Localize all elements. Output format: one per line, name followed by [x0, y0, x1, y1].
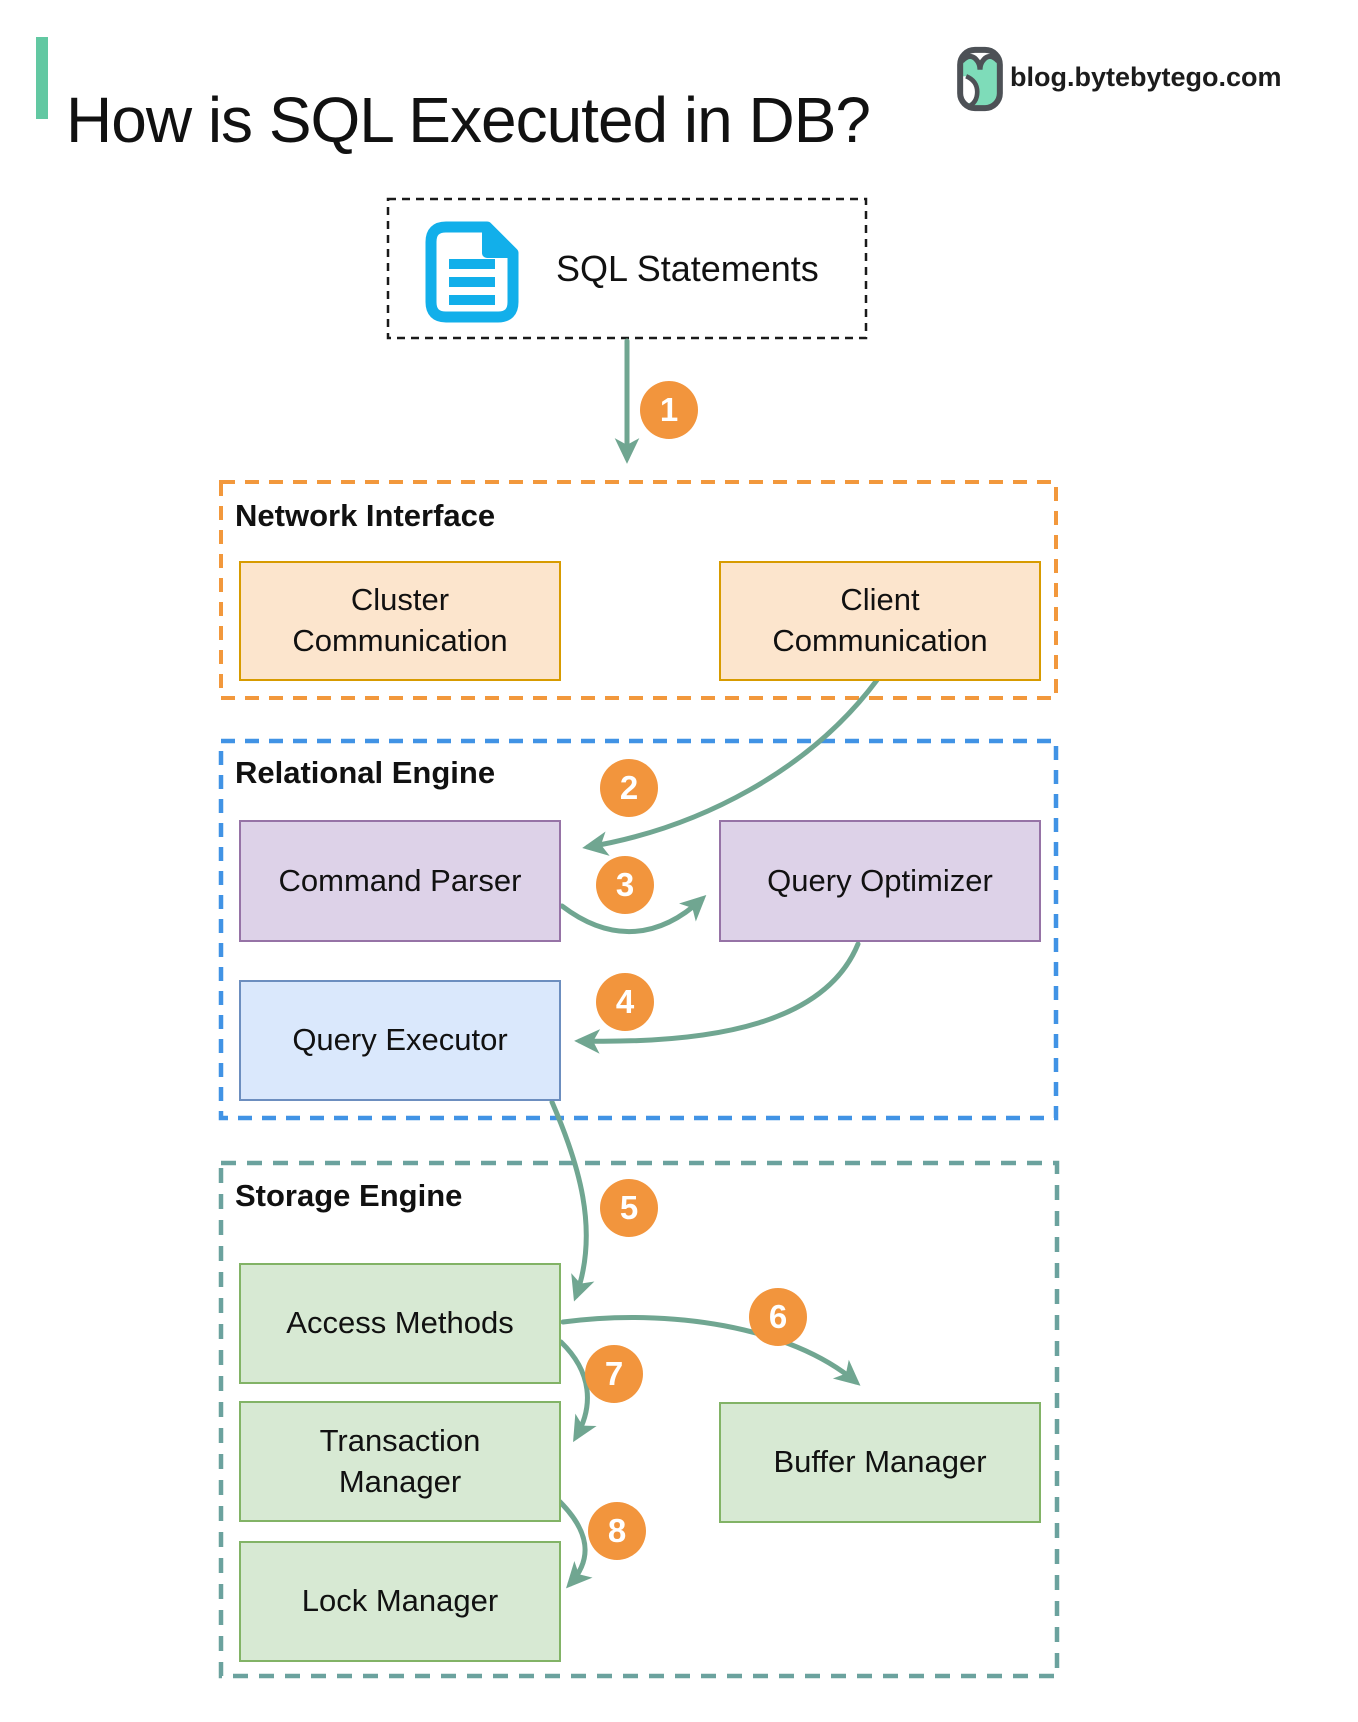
arrow-6-access-to-buffer [560, 1314, 861, 1386]
page-title: How is SQL Executed in DB? [66, 83, 871, 156]
sql-statements-border [386, 197, 868, 340]
arrow-7-access-to-transaction [558, 1339, 597, 1443]
brand-url: blog.bytebytego.com [1010, 62, 1282, 92]
step-badge-5: 5 [600, 1179, 658, 1237]
arrow-5-executor-to-access [549, 1099, 595, 1302]
node-cluster-communication: Cluster Communication [239, 561, 561, 681]
arrow-8-transaction-to-lock [553, 1495, 593, 1589]
node-query-executor: Query Executor [239, 980, 561, 1101]
storage-section-border [218, 1160, 1060, 1679]
node-client-communication: Client Communication [719, 561, 1041, 681]
step-badge-8: 8 [588, 1502, 646, 1560]
sql-statements-box: SQL Statements [388, 199, 866, 338]
node-lock-manager: Lock Manager [239, 1541, 561, 1662]
relational-section-border [218, 738, 1059, 1121]
section-label-storage-engine: Storage Engine [235, 1178, 463, 1213]
arrow-3-parser-to-optimizer [559, 895, 707, 935]
node-buffer-manager: Buffer Manager [719, 1402, 1041, 1523]
node-transaction-manager: Transaction Manager [239, 1401, 561, 1522]
step-badge-6: 6 [749, 1288, 807, 1346]
step-badge-7: 7 [585, 1345, 643, 1403]
step-badge-1: 1 [640, 381, 698, 439]
section-label-relational-engine: Relational Engine [235, 755, 496, 790]
arrow-4-optimizer-to-executor [574, 941, 861, 1054]
step-badge-2: 2 [600, 759, 658, 817]
node-command-parser: Command Parser [239, 820, 561, 942]
step-badge-3: 3 [596, 856, 654, 914]
node-access-methods: Access Methods [239, 1263, 561, 1384]
sql-statements-label: SQL Statements [556, 247, 819, 289]
bytebytego-logo-icon [957, 46, 1003, 112]
step-badge-4: 4 [596, 973, 654, 1031]
arrow-2-client-to-parser [582, 677, 880, 856]
document-icon [425, 221, 519, 323]
title-accent-bar [36, 37, 48, 119]
section-label-network-interface: Network Interface [235, 498, 496, 533]
network-section-border [219, 480, 1058, 700]
node-query-optimizer: Query Optimizer [719, 820, 1041, 942]
